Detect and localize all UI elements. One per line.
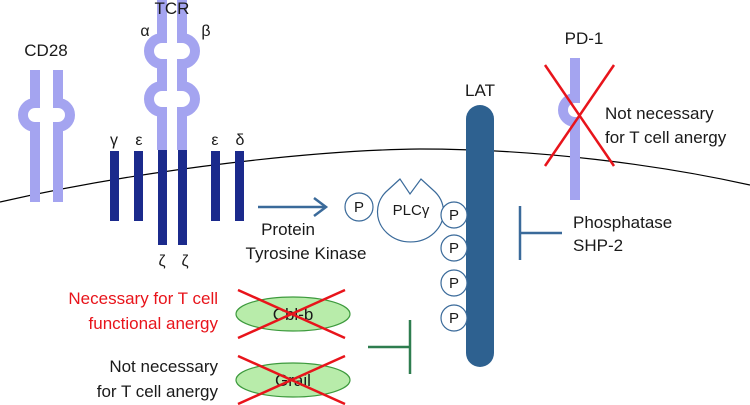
plc-gamma-label: PLCγ (393, 202, 430, 219)
cd3-epsilon-left-bar (134, 151, 143, 221)
ubiquitin-ligase-inhibit (368, 320, 412, 374)
alpha-label: α (140, 23, 149, 40)
svg-text:P: P (449, 207, 459, 224)
zeta-right-bar (178, 150, 187, 245)
cblb-cross (237, 288, 346, 340)
epsilon-left-label: ε (135, 132, 142, 149)
pd1-label: PD-1 (565, 29, 604, 48)
shp2-label-line1: Phosphatase (573, 213, 672, 232)
ptk-label-line1: Protein (261, 220, 315, 239)
pd1-cross (543, 64, 616, 167)
tcr-alpha-beta (144, 0, 200, 150)
cd3-epsilon-right-bar (211, 151, 220, 221)
plc-phospho-circle (344, 192, 374, 222)
cd28-label: CD28 (24, 41, 67, 60)
svg-text:P: P (449, 310, 459, 327)
beta-label: β (201, 23, 210, 40)
lat-label: LAT (465, 81, 495, 100)
cd3-gamma-bar (110, 151, 119, 221)
delta-label: δ (236, 132, 245, 149)
cblb-note-line2: functional anergy (89, 314, 219, 333)
grail-cross (237, 354, 346, 405)
svg-text:P: P (449, 240, 459, 257)
cblb-note-line1: Necessary for T cell (68, 289, 218, 308)
shp2-inhibit (518, 206, 562, 260)
grail-note-line1: Not necessary (109, 357, 218, 376)
gamma-label: γ (110, 132, 118, 149)
lat-bar (466, 105, 494, 367)
shp2-label-line2: SHP-2 (573, 236, 623, 255)
lat-phospho-sites: P P P P (440, 201, 468, 332)
cd3-delta-bar (235, 151, 244, 221)
epsilon-right-label: ε (211, 132, 218, 149)
plc-gamma-shape (376, 178, 445, 243)
ptk-label-line2: Tyrosine Kinase (246, 244, 367, 263)
zeta-right-label: ζ (181, 253, 188, 270)
svg-text:P: P (449, 275, 459, 292)
grail-note-line2: for T cell anergy (97, 382, 219, 401)
cd3-zeta-bars (110, 150, 244, 245)
pd1-note-line2: for T cell anergy (605, 128, 727, 147)
zeta-left-label: ζ (158, 253, 165, 270)
ptk-arrow (258, 197, 329, 217)
tcr-label: TCR (155, 0, 190, 18)
pd1-note-line1: Not necessary (605, 104, 714, 123)
plc-phospho-label: P (354, 199, 364, 216)
zeta-left-bar (158, 150, 167, 245)
cd28-receptor (18, 70, 75, 202)
pd1-receptor (558, 58, 580, 200)
